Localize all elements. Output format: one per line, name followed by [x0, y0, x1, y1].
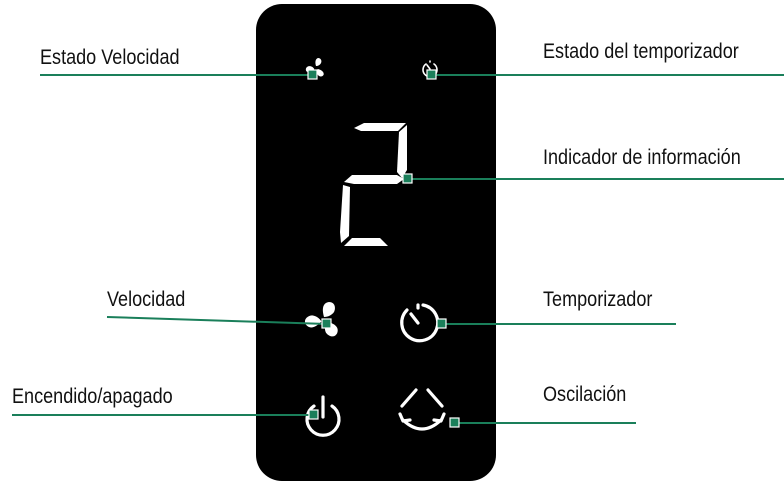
segment-e	[340, 185, 350, 243]
label-info-indicator: Indicador de información	[543, 146, 741, 169]
label-timer-status: Estado del temporizador	[543, 40, 739, 63]
label-speed-status: Estado Velocidad	[40, 46, 180, 69]
label-timer: Temporizador	[543, 288, 653, 311]
digit-display	[340, 123, 407, 246]
leader-markers	[307, 69, 460, 428]
oscillation-icon[interactable]	[398, 388, 446, 431]
leader-lines	[12, 74, 784, 424]
label-oscillation: Oscilación	[543, 383, 627, 406]
label-power: Encendido/apagado	[12, 385, 173, 408]
segment-b	[397, 125, 407, 178]
segment-d	[344, 238, 388, 246]
segment-g	[344, 175, 404, 184]
segment-a	[354, 123, 406, 131]
label-speed: Velocidad	[107, 288, 186, 311]
display-value: 2	[0, 0, 1, 1]
timer-icon[interactable]	[400, 303, 440, 343]
